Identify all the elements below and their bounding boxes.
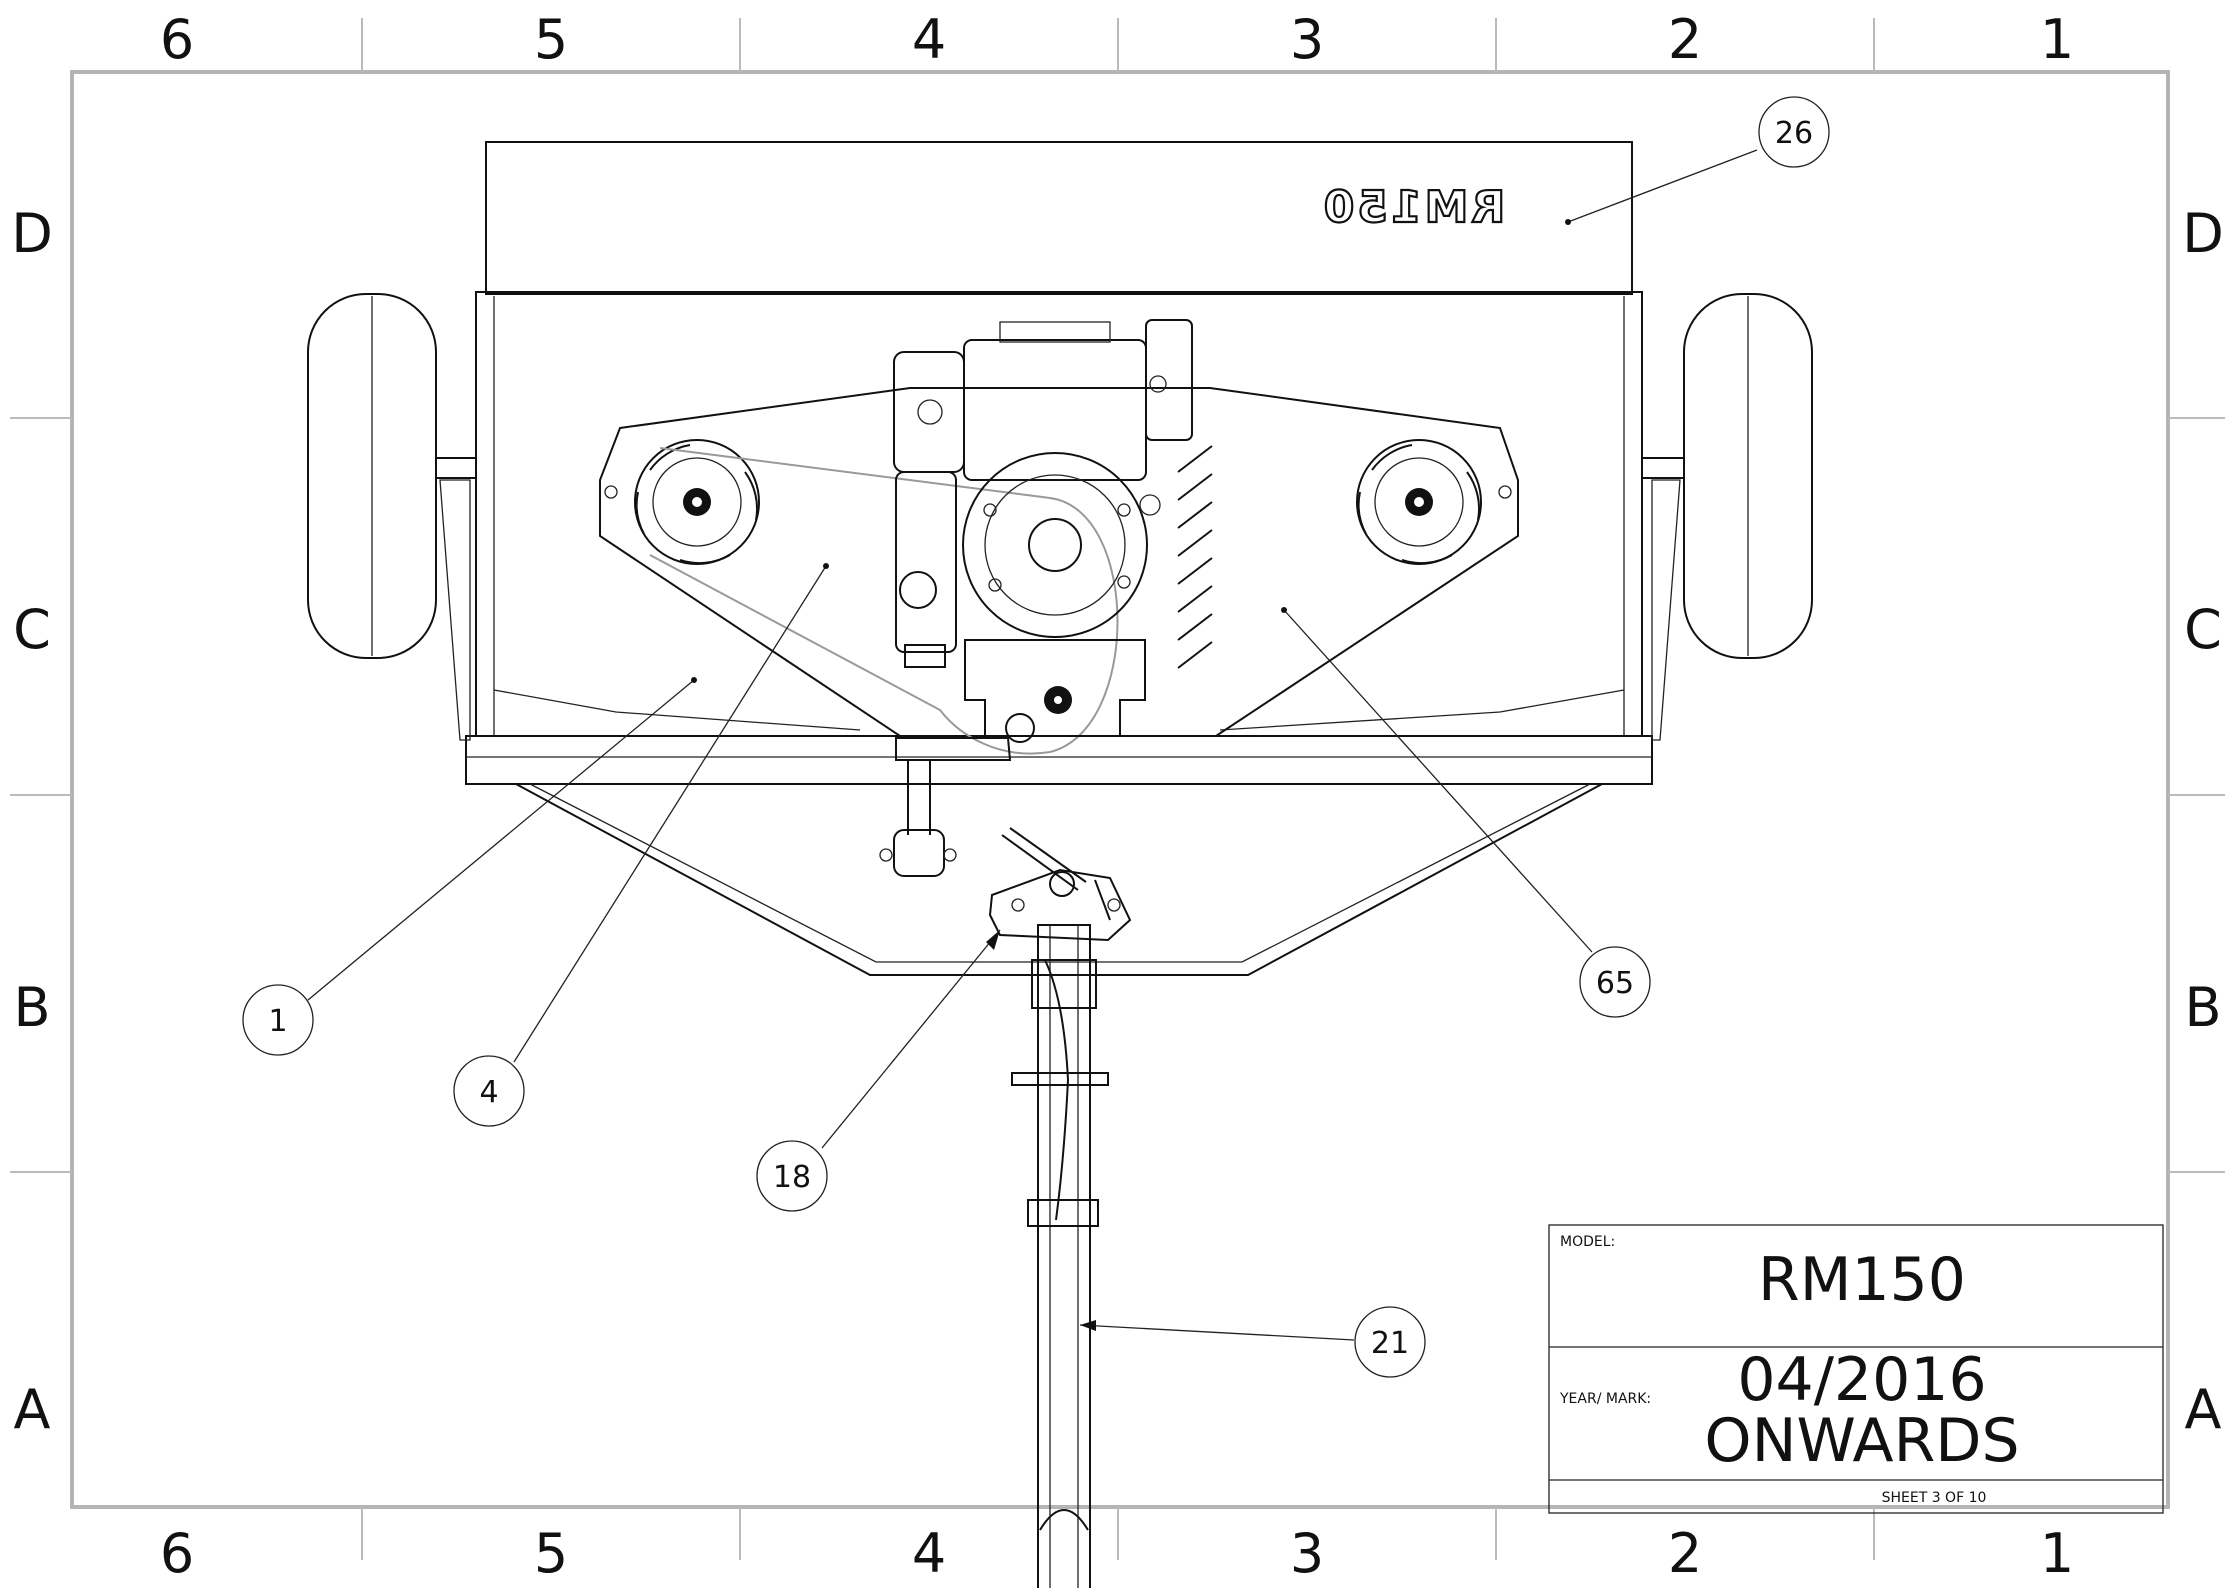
year-mark-label: YEAR/ MARK: [1559,1391,1651,1407]
zone-row-right-B: B [2184,976,2221,1039]
zone-col-bottom-1: 1 [2040,1522,2074,1585]
balloon-1: 1 [242,677,697,1056]
zone-col-bottom-3: 3 [1290,1522,1324,1585]
zone-row-left-D: D [11,202,53,265]
deck-top [475,291,1643,737]
lever-plate [988,827,1132,942]
bolt [604,485,618,499]
right-pulley [1356,439,1482,565]
engine-flywheel [962,452,1148,638]
zone-row-right-C: C [2184,598,2222,661]
balloon-1-label: 1 [268,1004,287,1039]
drive-belt [649,447,1119,755]
balloon-26: 26 [1565,96,1830,225]
right-axle [1641,457,1685,479]
zone-row-left-C: C [13,598,51,661]
left-axle [435,457,477,479]
mower-assembly: RM150 [307,141,1813,1588]
year-mark-line2: ONWARDS [1704,1406,2019,1476]
zone-col-top-4: 4 [912,8,946,71]
balloon-18-label: 18 [773,1160,811,1195]
left-pulley [634,439,760,565]
zone-col-top-2: 2 [1668,8,1702,71]
deck-front-rail [465,735,1653,785]
balloon-65: 65 [1281,607,1651,1018]
zone-row-left-B: B [13,976,50,1039]
zone-col-top-1: 1 [2040,8,2074,71]
cutter-housing-plate [599,387,1519,737]
zone-col-bottom-6: 6 [160,1522,194,1585]
balloon-65-label: 65 [1596,966,1634,1001]
zone-col-top-5: 5 [534,8,568,71]
zone-col-top-3: 3 [1290,8,1324,71]
zone-col-bottom-5: 5 [534,1522,568,1585]
zone-row-right-A: A [2185,1378,2222,1441]
zone-col-bottom-2: 2 [1668,1522,1702,1585]
rm150-mirrored-decal: RM150 [1320,181,1507,234]
front-skid-inner [529,783,1591,963]
drawing-frame [70,70,2170,1509]
balloon-26-label: 26 [1775,116,1813,151]
sheet-number: SHEET 3 OF 10 [1882,1490,1987,1506]
deck-bottom-right [1219,689,1625,731]
balloon-21-label: 21 [1371,1326,1409,1361]
front-skid [515,783,1603,976]
zone-col-top-6: 6 [160,8,194,71]
rm150-decal-text: RM150 [1321,182,1506,233]
balloon-21: 21 [1079,1306,1426,1378]
balloon-18: 18 [756,929,1001,1212]
vent-slots [1177,445,1213,669]
height-adjuster [879,713,1035,877]
balloon-4-label: 4 [479,1075,498,1110]
engine [893,319,1193,737]
rear-flap [485,141,1633,295]
year-mark-line1: 04/2016 [1737,1345,1986,1415]
balloon-4: 4 [453,563,829,1127]
zone-ticks [10,18,2225,1560]
deck-bottom-left [493,689,861,731]
zone-row-right-D: D [2182,202,2224,265]
left-wheel-bracket [439,479,471,741]
right-wheel-bracket [1651,479,1681,741]
tow-bar [1011,924,1109,1588]
title-block: MODEL: RM150 YEAR/ MARK: 04/2016 ONWARDS… [1548,1224,2164,1514]
bolt [1498,485,1512,499]
model-label: MODEL: [1560,1234,1615,1250]
zone-col-bottom-4: 4 [912,1522,946,1585]
zone-row-left-A: A [14,1378,51,1441]
model-value: RM150 [1758,1245,1966,1315]
